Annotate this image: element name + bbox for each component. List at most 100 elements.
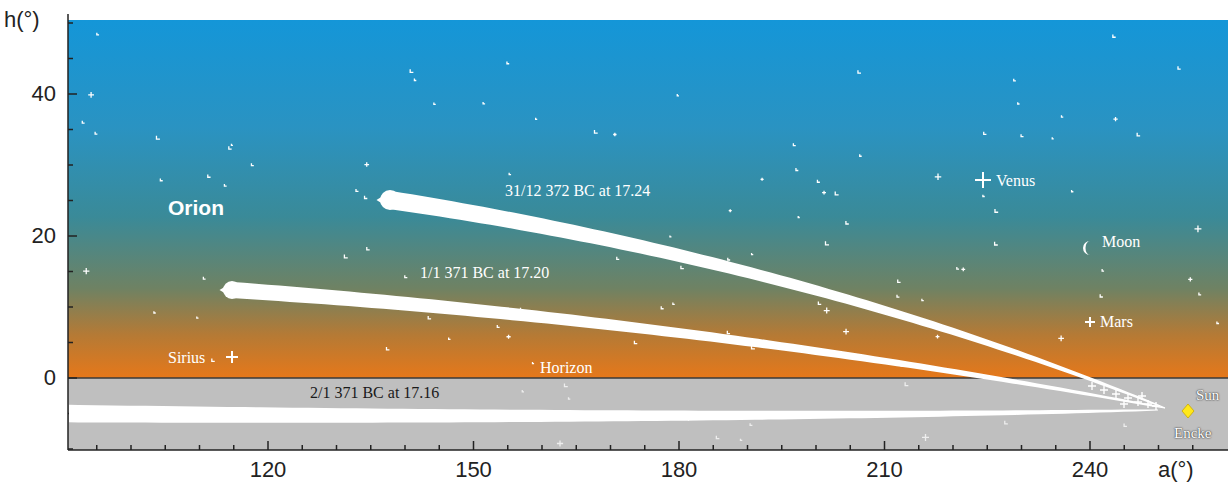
star-mark [364, 162, 369, 167]
x-tick [850, 445, 852, 450]
star-mark [88, 92, 94, 98]
celestial-objects [226, 172, 1194, 418]
comet-tail [69, 404, 1158, 423]
star-mark [1113, 34, 1116, 37]
star-mark [365, 196, 368, 199]
mars-symbol [1085, 317, 1095, 327]
star-mark [817, 180, 819, 182]
star-mark [1058, 336, 1064, 342]
tick-label: 20 [32, 223, 56, 248]
x-tick [610, 445, 612, 450]
comet-date-label: 1/1 371 BC at 17.20 [420, 264, 549, 282]
nucleus-marker [1152, 402, 1160, 410]
x-tick [1124, 445, 1126, 450]
nucleus-marker [1112, 390, 1120, 398]
star-mark [1021, 134, 1023, 136]
star-label: Sirius [168, 349, 205, 367]
star-mark [564, 383, 567, 386]
star-mark [483, 102, 485, 104]
star-mark [761, 178, 764, 181]
star-mark [1195, 225, 1202, 232]
star-mark [1061, 115, 1063, 117]
star-mark [825, 241, 828, 244]
star-mark [677, 94, 679, 96]
star-mark [613, 133, 616, 136]
x-tick [1021, 445, 1023, 450]
star-mark [1100, 294, 1103, 297]
nucleus-marker [1120, 400, 1128, 408]
nucleus-marker [1100, 386, 1108, 394]
star-mark [824, 308, 830, 314]
x-tick [233, 445, 235, 450]
star-mark [386, 347, 389, 350]
star-mark [1113, 117, 1117, 121]
star-mark [83, 268, 89, 274]
star-mark [509, 173, 511, 175]
nucleus-marker [1134, 398, 1142, 406]
star-mark [1137, 133, 1140, 136]
star-mark [506, 335, 510, 339]
star-mark [507, 62, 509, 64]
x-tick [918, 445, 920, 450]
star-mark [1072, 190, 1074, 192]
comet-tail [231, 282, 1165, 409]
star-mark [750, 423, 752, 425]
star-mark [449, 337, 451, 339]
x-tick [199, 445, 201, 450]
star-mark [634, 341, 637, 344]
axes [68, 14, 1228, 450]
x-tick [781, 445, 783, 450]
x-tick [576, 445, 578, 450]
constellation-label: Orion [168, 196, 224, 220]
star-mark [405, 275, 408, 278]
y-tick [68, 448, 73, 450]
star-mark [154, 311, 156, 313]
star-mark [1018, 102, 1020, 104]
horizon-label: Horizon [540, 359, 592, 377]
star-mark [835, 191, 838, 194]
planet-label: Mars [1100, 313, 1133, 331]
x-tick [884, 441, 886, 450]
venus-symbol [975, 172, 991, 188]
star-mark [414, 79, 416, 81]
nucleus-marker [1144, 400, 1152, 408]
star-mark [428, 316, 431, 319]
x-tick [370, 445, 372, 450]
comet-tail [389, 191, 1166, 409]
star-mark [224, 184, 226, 186]
y-tick [68, 342, 73, 344]
tick-label: 0 [44, 365, 56, 390]
tick-label: 180 [661, 457, 698, 482]
x-tick [130, 445, 132, 450]
x-tick [747, 445, 749, 450]
nucleus-marker [1138, 392, 1146, 400]
star-mark [727, 331, 730, 334]
star-mark [752, 253, 754, 255]
star-mark [818, 302, 821, 305]
x-tick [267, 441, 269, 450]
star-mark [95, 132, 97, 134]
star-mark [356, 189, 358, 191]
x-tick [644, 445, 646, 450]
comet-name-label: Encke [1174, 425, 1211, 442]
y-tick [68, 129, 73, 131]
star-mark [208, 174, 211, 177]
star-mark [522, 390, 524, 392]
x-tick [541, 445, 543, 450]
x-tick [507, 445, 509, 450]
star-mark [410, 69, 413, 72]
x-tick [713, 445, 715, 450]
star-mark [728, 258, 730, 260]
y-tick [68, 164, 73, 166]
x-tick [336, 445, 338, 450]
star-mark [984, 132, 987, 135]
x-tick [678, 441, 680, 450]
tick-label: 210 [866, 457, 903, 482]
star-mark [740, 439, 742, 441]
star-mark [594, 130, 597, 133]
star-mark [97, 33, 99, 35]
star-mark [1014, 79, 1016, 81]
